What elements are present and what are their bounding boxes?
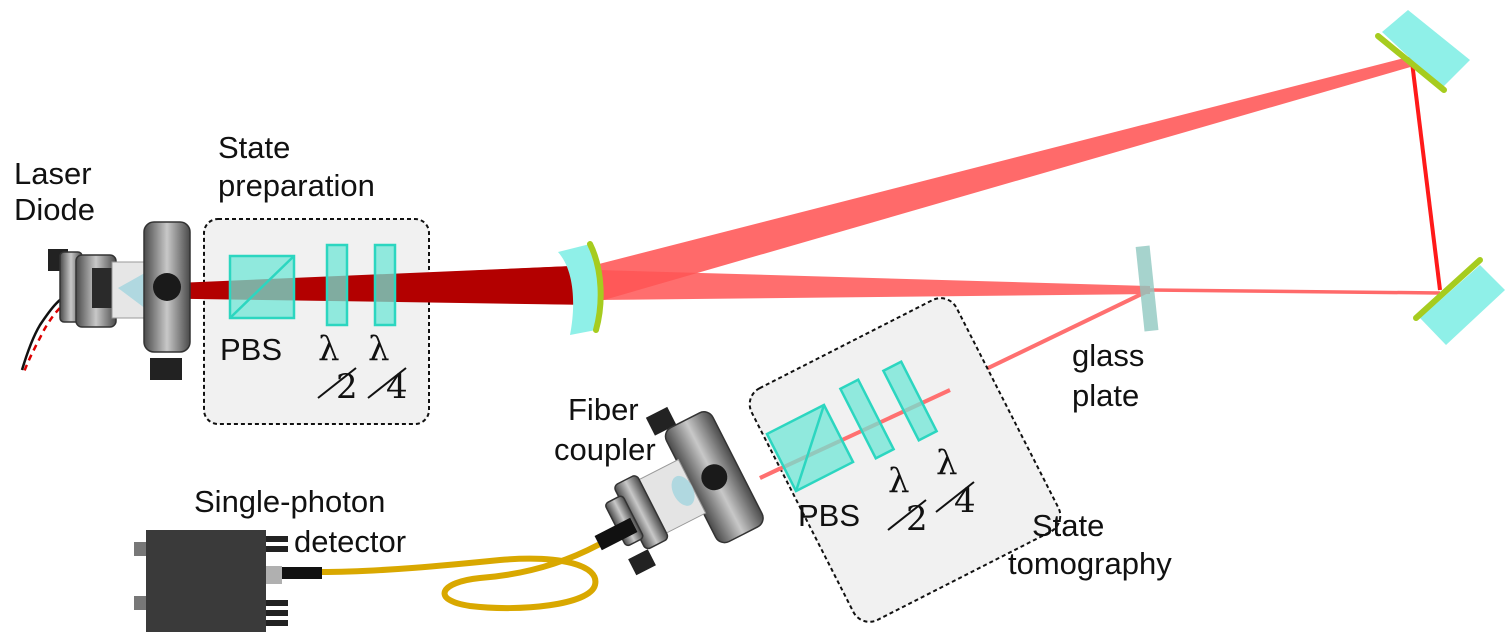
- curved-mirror: [558, 241, 604, 335]
- state-preparation-label-2: preparation: [218, 168, 375, 203]
- fiber-coupler-label-1: Fiber: [568, 392, 639, 427]
- optical-fiber: [317, 542, 601, 612]
- laser-diode: [20, 249, 153, 373]
- beam-lower: [597, 270, 1150, 300]
- state-tomography-box: [748, 297, 1062, 623]
- pbs-prep: [228, 254, 296, 320]
- half-waveplate-prep: [325, 243, 349, 327]
- half-wave-fraction-prep: λ 2: [317, 329, 358, 407]
- half-wave-fraction-tomo: λ 2: [887, 461, 928, 539]
- collimation-lens-mount: [143, 221, 191, 380]
- fiber-coupler-label-2: coupler: [554, 432, 656, 467]
- detector-label-2: detector: [294, 524, 406, 559]
- state-tomography-label-2: tomography: [1008, 546, 1172, 581]
- pbs-tomo-label: PBS: [798, 498, 860, 533]
- lambda-quarter-prep: λ: [368, 329, 390, 369]
- detector-label-1: Single-photon: [194, 484, 385, 519]
- denominator-half-tomo: 2: [906, 499, 928, 539]
- lambda-quarter-tomo: λ: [936, 443, 958, 483]
- laser-diode-label-1: Laser: [14, 156, 92, 191]
- beam-upper: [595, 56, 1414, 302]
- quarter-wave-fraction-prep: λ 4: [367, 329, 408, 407]
- lambda-half-tomo: λ: [888, 461, 910, 501]
- single-photon-detector: [134, 530, 322, 632]
- pbs-tomo: [765, 403, 855, 493]
- laser-diode-label-2: Diode: [14, 192, 95, 227]
- beam-glass-to-mirror: [1149, 288, 1441, 295]
- denominator-quarter-tomo: 4: [954, 481, 976, 521]
- lambda-half-prep: λ: [318, 329, 340, 369]
- half-waveplate-tomo: [838, 378, 896, 460]
- fiber-connector-coupler: [594, 517, 638, 551]
- quarter-waveplate-tomo: [881, 360, 939, 442]
- top-right-mirror: [1375, 10, 1470, 93]
- right-mirror: [1413, 257, 1505, 345]
- state-preparation-label-1: State: [218, 130, 290, 165]
- denominator-quarter-prep: 4: [386, 367, 408, 407]
- fiber-coupler: [605, 406, 764, 576]
- glass-plate: [1135, 245, 1159, 332]
- quarter-waveplate-prep: [373, 243, 397, 327]
- glass-plate-label-1: glass: [1072, 338, 1144, 373]
- glass-plate-label-2: plate: [1072, 378, 1139, 413]
- state-tomography-label-1: State: [1032, 508, 1104, 543]
- beam-vertical: [1410, 61, 1442, 291]
- pbs-prep-label: PBS: [220, 332, 282, 367]
- denominator-half-prep: 2: [336, 367, 358, 407]
- quarter-wave-fraction-tomo: λ 4: [935, 443, 976, 521]
